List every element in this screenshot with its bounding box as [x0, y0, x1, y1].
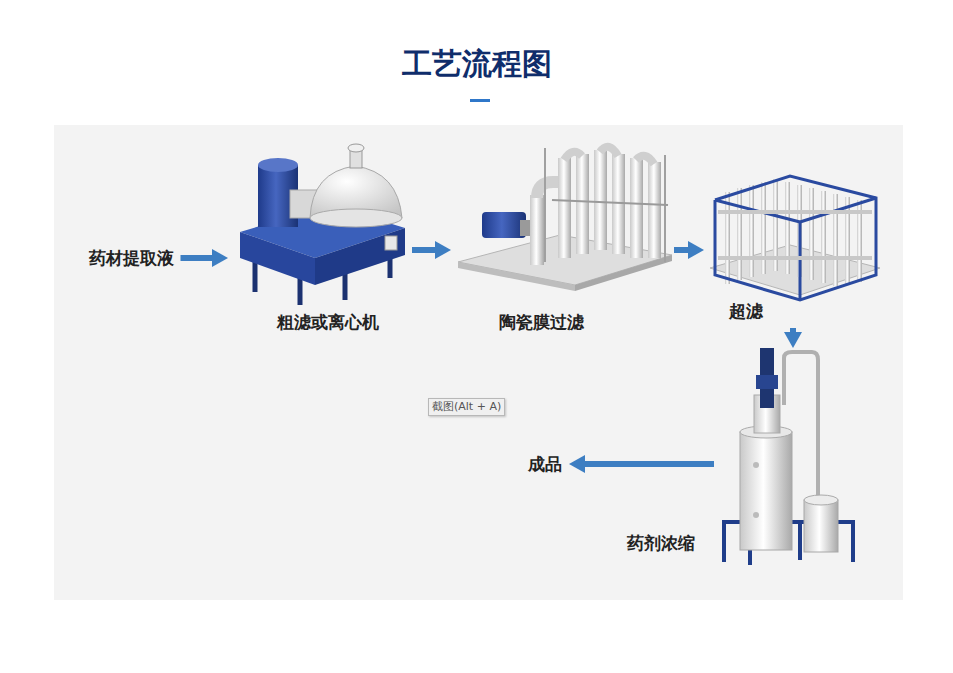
centrifuge-figure	[240, 144, 405, 305]
title-underline	[470, 99, 490, 102]
evaporator-figure-part	[753, 462, 759, 468]
node-label: 药材提取液	[89, 248, 174, 268]
flow-arrow	[181, 255, 219, 261]
equipment-node: 超滤	[708, 168, 880, 324]
ceramic-membrane-figure-part	[482, 212, 526, 238]
title-underline-part	[470, 99, 490, 102]
ultrafiltration-figure	[710, 176, 880, 300]
ultrafiltration-figure-part	[761, 182, 766, 274]
ultrafiltration-figure-part	[809, 188, 814, 280]
ceramic-membrane-figure-part	[558, 158, 571, 258]
flow-arrow	[579, 461, 714, 467]
centrifuge-figure-part	[385, 236, 397, 250]
ceramic-membrane-figure-part	[458, 262, 575, 291]
ultrafiltration-figure-part	[799, 222, 802, 300]
ultrafiltration-figure-part	[833, 194, 838, 286]
ultrafiltration-figure-part	[749, 185, 754, 277]
evaporator-figure-part	[740, 432, 792, 550]
evaporator-figure-part	[753, 512, 759, 518]
ceramic-membrane-figure-part	[594, 150, 607, 250]
equipment-node: 陶瓷膜过滤	[455, 138, 670, 335]
flow-arrow	[790, 328, 796, 338]
evaporator-figure-part	[851, 520, 855, 562]
centrifuge-figure-part	[298, 278, 303, 305]
node-label: 药剂浓缩	[627, 533, 695, 553]
source-text: 药材提取液	[86, 246, 177, 270]
ultrafiltration-figure-part	[718, 210, 872, 214]
ceramic-membrane-figure-part	[530, 195, 544, 265]
centrifuge-figure-part	[253, 262, 258, 292]
evaporator-figure-part	[804, 495, 838, 505]
equipment-node: 药剂浓缩	[718, 352, 860, 567]
evaporator-figure-part	[798, 520, 802, 560]
product-text: 成品	[525, 452, 565, 476]
ceramic-membrane-figure-part	[537, 182, 560, 198]
evaporator-figure-part	[722, 520, 726, 562]
ceramic-membrane-figure-part	[664, 155, 666, 262]
ceramic-membrane-figure-part	[544, 148, 546, 262]
ceramic-membrane-figure-part	[630, 158, 643, 258]
ceramic-membrane-figure-part	[576, 154, 589, 254]
evaporator-figure-part	[756, 375, 778, 389]
ultrafiltration-figure-part	[725, 192, 730, 284]
ceramic-membrane-figure-part	[648, 162, 661, 258]
centrifuge-figure-part	[348, 144, 364, 152]
centrifuge-figure-part	[310, 209, 402, 227]
flow-arrow	[412, 247, 441, 253]
ceramic-membrane-figure-part	[575, 255, 672, 291]
evaporator-figure-part	[804, 500, 838, 552]
screenshot-hint: 截图(Alt + A)	[428, 398, 505, 416]
ceramic-membrane-figure	[458, 147, 672, 291]
equipment-node: 粗滤或离心机	[232, 142, 408, 337]
background-panel	[54, 125, 903, 600]
ultrafiltration-figure-part	[821, 191, 826, 283]
ultrafiltration-figure-part	[737, 188, 742, 280]
node-label: 成品	[528, 454, 562, 474]
node-label: 陶瓷膜过滤	[499, 312, 584, 332]
node-label: 粗滤或离心机	[277, 312, 379, 332]
ultrafiltration-figure-part	[785, 182, 790, 274]
diagram-title: 工艺流程图	[0, 44, 953, 84]
flow-arrow	[674, 247, 694, 253]
background-panel-part	[54, 125, 903, 600]
node-label: 超滤	[729, 301, 763, 321]
centrifuge-figure-part	[315, 228, 405, 285]
centrifuge-figure-part	[258, 158, 298, 172]
ultrafiltration-figure-part	[710, 245, 880, 295]
evaporator-figure	[722, 348, 855, 565]
centrifuge-figure-part	[350, 150, 362, 168]
ceramic-membrane-figure-part	[552, 200, 668, 205]
ultrafiltration-figure-part	[718, 256, 872, 260]
centrifuge-figure-part	[240, 232, 315, 285]
ultrafiltration-figure-part	[715, 176, 876, 300]
ceramic-membrane-figure-part	[564, 147, 654, 164]
